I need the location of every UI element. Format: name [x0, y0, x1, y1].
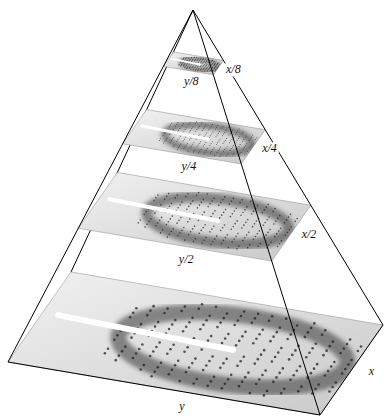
pyramid-edge	[8, 10, 193, 362]
diffraction-plane	[163, 52, 223, 75]
diffraction-plane	[123, 110, 266, 164]
scale-label: y/2	[177, 253, 196, 266]
diffraction-plane	[78, 172, 310, 261]
pyramid-edge	[193, 10, 320, 415]
scale-label: x/8	[224, 63, 243, 76]
scale-label: y/8	[182, 75, 201, 88]
diffraction-plane	[8, 272, 383, 415]
scale-label: y	[177, 400, 186, 413]
scale-label: x	[367, 365, 376, 378]
scale-label: x/4	[260, 142, 279, 155]
pyramid-edge	[193, 10, 383, 325]
scale-label: x/2	[300, 229, 319, 242]
pyramid-edge	[8, 325, 383, 415]
scale-label: y/4	[179, 160, 198, 173]
